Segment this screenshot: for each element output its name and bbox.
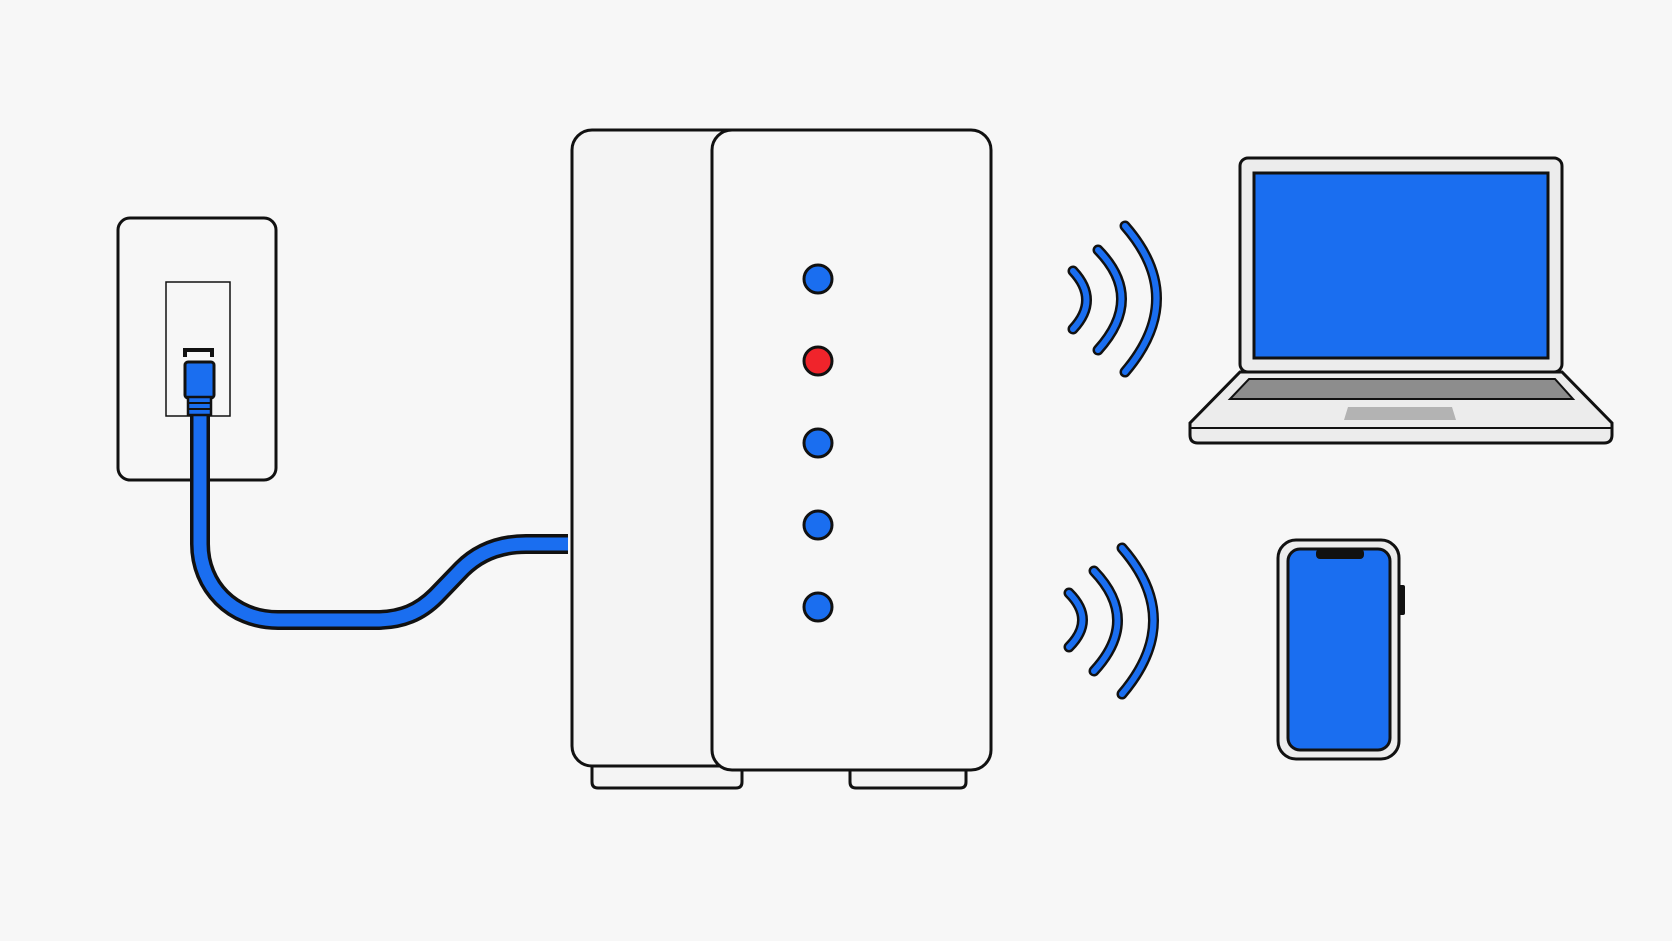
laptop-trackpad: [1344, 407, 1456, 420]
router-icon: [570, 128, 993, 790]
wall-jack-icon: [116, 216, 278, 482]
wifi-arc-large: [1119, 545, 1157, 697]
phone-screen: [1286, 547, 1392, 752]
wifi-signal-icon-laptop: [1067, 220, 1162, 378]
laptop-keyboard: [1227, 378, 1576, 400]
status-light-blue: [802, 427, 834, 459]
wifi-arc-small: [1070, 268, 1090, 332]
status-light-blue: [802, 263, 834, 295]
ethernet-cable: [183, 360, 568, 630]
jack-latch-icon: [183, 348, 214, 357]
laptop-icon: [1188, 156, 1614, 445]
laptop-screen: [1252, 171, 1550, 360]
router-foot-right: [848, 766, 968, 790]
wifi-arc-small: [1066, 590, 1086, 650]
plug-boot: [186, 395, 213, 417]
cable-core: [193, 412, 568, 627]
status-light-blue: [802, 591, 834, 623]
phone-notch: [1316, 549, 1364, 559]
status-light-blue: [802, 509, 834, 541]
rj45-plug-icon: [183, 360, 216, 400]
status-lights: [802, 263, 834, 623]
status-light-red: [802, 345, 834, 377]
wifi-arc-medium: [1091, 568, 1121, 674]
wifi-signal-icon-phone: [1063, 542, 1159, 700]
router-front: [710, 128, 993, 772]
router-foot-left: [590, 760, 744, 790]
wifi-arc-large: [1122, 223, 1160, 375]
wifi-arc-medium: [1095, 247, 1125, 353]
smartphone-icon: [1276, 538, 1405, 761]
